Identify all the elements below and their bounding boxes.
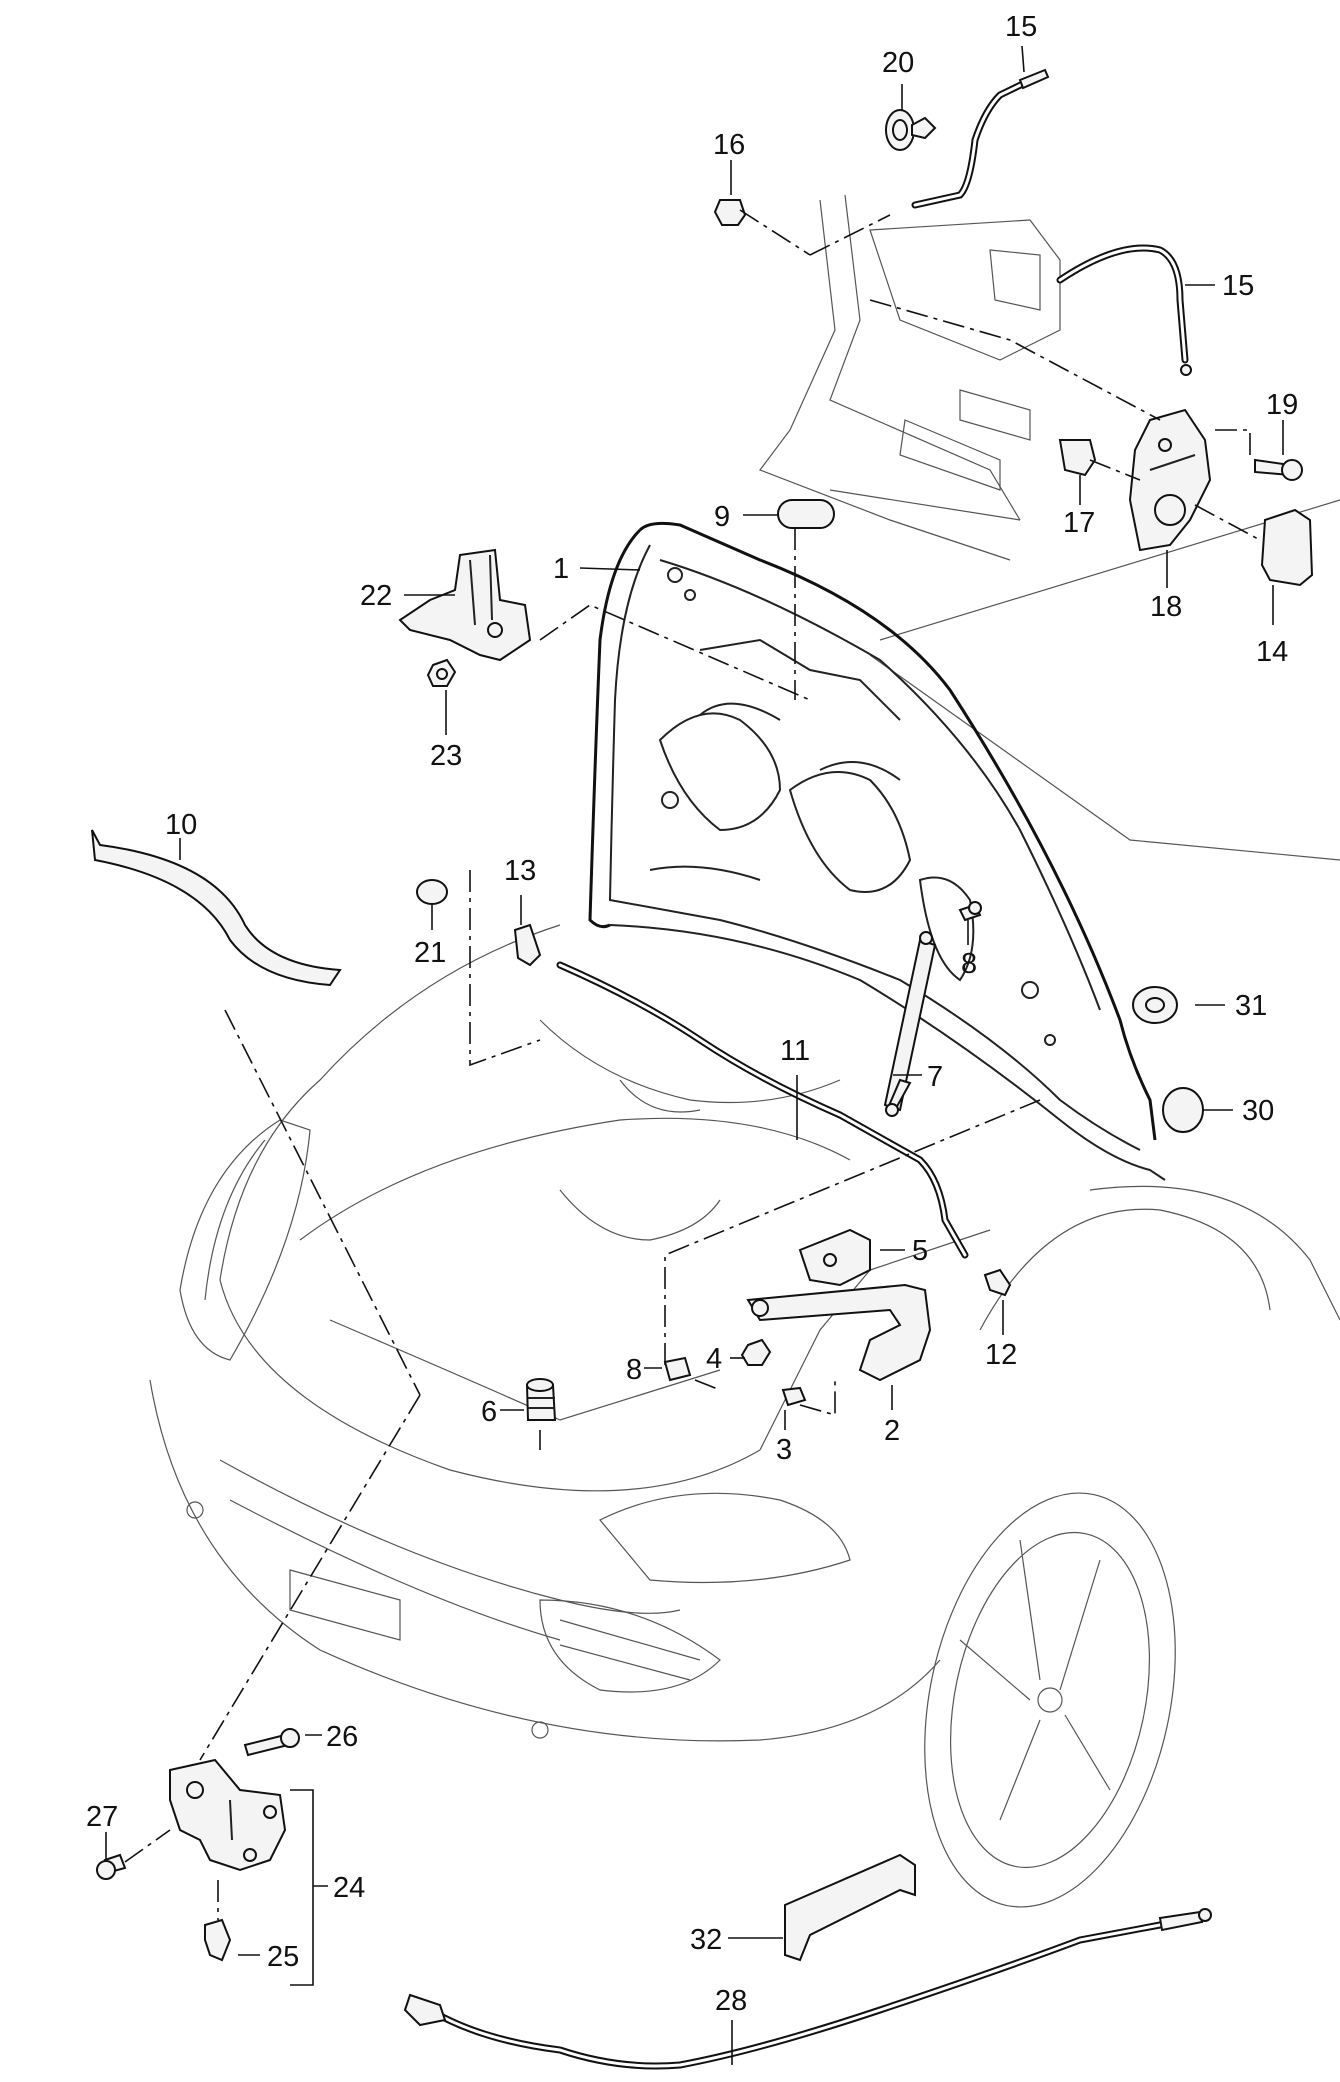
callout-8-lower: 8	[626, 1354, 642, 1386]
cap-31	[1132, 986, 1178, 1024]
seal-11	[556, 961, 969, 1259]
lock-assembly-24	[169, 1758, 287, 1872]
callout-16: 16	[713, 129, 745, 161]
hinge-5	[798, 1228, 871, 1287]
callout-26: 26	[326, 1721, 358, 1753]
callout-7: 7	[927, 1061, 943, 1093]
callout-2: 2	[884, 1415, 900, 1447]
callout-6: 6	[481, 1396, 497, 1428]
bolt-8-upper	[958, 901, 982, 922]
callout-30: 30	[1242, 1095, 1274, 1127]
car-body-outline	[149, 194, 1340, 1908]
cap-30	[1162, 1087, 1204, 1133]
cover-14	[1260, 508, 1314, 587]
bolt-26	[243, 1728, 300, 1757]
grommet-20	[885, 109, 937, 151]
release-cable-28	[403, 1908, 1212, 2070]
buffer-6	[525, 1378, 557, 1421]
callout-15-side: 15	[1222, 270, 1254, 302]
callout-19: 19	[1266, 389, 1298, 421]
callout-4: 4	[706, 1343, 722, 1375]
screw-19	[1254, 458, 1303, 481]
gas-strut-7	[883, 931, 937, 1117]
callout-24: 24	[333, 1872, 365, 1904]
cap-9	[777, 499, 835, 529]
callout-14: 14	[1256, 636, 1288, 668]
callout-15-top: 15	[1005, 11, 1037, 43]
plug-17	[1058, 439, 1097, 477]
callout-27: 27	[86, 1801, 118, 1833]
clip-12	[983, 1268, 1012, 1297]
assembly-lines	[124, 209, 1261, 1920]
callout-32: 32	[690, 1924, 722, 1956]
callout-labels: 20 15 16 15 19 17 18 14 9 1 22 23 10 21 …	[86, 11, 1298, 2017]
bracket-32	[784, 1853, 916, 1962]
callout-22: 22	[360, 580, 392, 612]
switch-25	[204, 1918, 232, 1962]
plug-21	[416, 879, 448, 905]
bolt-8-lower	[663, 1356, 692, 1382]
clip-16	[713, 199, 747, 226]
hood-lock-18	[1128, 408, 1212, 552]
callout-31: 31	[1235, 990, 1267, 1022]
hood-panel	[588, 521, 1166, 1181]
callout-5: 5	[912, 1235, 928, 1267]
callout-28: 28	[715, 1985, 747, 2017]
callout-25: 25	[267, 1941, 299, 1973]
callout-11: 11	[780, 1035, 810, 1067]
bolt-27	[96, 1853, 127, 1880]
callout-21: 21	[414, 937, 446, 969]
nut-23	[426, 658, 457, 687]
callout-3: 3	[776, 1434, 792, 1466]
screw-3	[781, 1386, 807, 1407]
callout-12: 12	[985, 1339, 1017, 1371]
clip-13	[513, 923, 542, 967]
callout-8-upper: 8	[961, 948, 977, 980]
callout-20: 20	[882, 47, 914, 79]
callout-23: 23	[430, 740, 462, 772]
release-cable-upper	[911, 68, 1192, 376]
nut-4	[740, 1338, 772, 1366]
callout-17: 17	[1063, 507, 1095, 539]
callout-1: 1	[553, 553, 569, 585]
callout-9: 9	[714, 501, 730, 533]
leader-lines	[105, 45, 1284, 2065]
hinge-bracket-2	[746, 1283, 932, 1382]
callout-18: 18	[1150, 591, 1182, 623]
bracket-22	[398, 548, 532, 662]
callout-10: 10	[165, 809, 197, 841]
seal-10	[91, 829, 342, 987]
callout-13: 13	[504, 855, 536, 887]
